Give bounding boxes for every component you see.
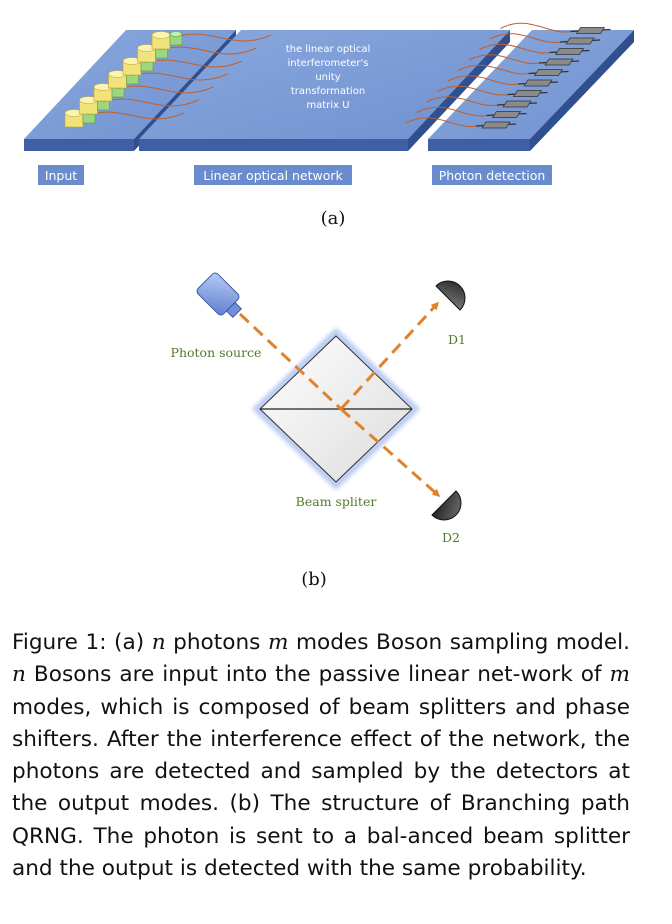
caption-math-m: m [267,630,289,655]
detector-d2 [431,490,462,521]
detector-d1 [435,280,466,311]
caption-text: photons [165,630,268,655]
d1-label: D1 [448,332,466,347]
input-source [151,31,272,50]
detector-unit [437,85,548,97]
detector-unit [447,75,559,87]
panel-b: Photon source D1 D2 Beam spliter (b) [171,272,466,590]
detector-unit [405,117,517,129]
caption-text: Figure 1: (a) [12,630,152,655]
caption-text: modes, which is composed of beam splitte… [12,694,630,882]
input-label: Input [45,168,77,183]
beam-splitter [259,335,413,483]
detector-unit [479,43,590,55]
detectors-array [405,22,611,129]
network-text-2: interferometer's [287,58,368,69]
figure-1: the linear optical interferometer's unit… [24,22,634,590]
photon-sources [64,31,272,128]
beam-splitter-label: Beam spliter [296,494,377,509]
detector-unit [500,22,611,34]
panel-b-sublabel: (b) [301,569,327,590]
detector-unit [489,33,601,45]
detection-label-box [432,165,552,185]
network-text-3: unity [315,72,340,83]
detector-unit [458,64,569,76]
detector-unit [416,106,527,118]
detection-label: Photon detection [439,168,546,183]
caption-math-n: n [151,630,166,655]
photon-source [196,272,243,319]
network-label: Linear optical network [203,168,343,183]
d2-label: D2 [442,530,460,545]
detector-unit [468,54,580,66]
panel-a-sublabel: (a) [321,208,346,229]
panel-a: the linear optical interferometer's unit… [24,22,634,229]
photon-source-label: Photon source [171,345,262,360]
incident-beam [238,312,343,411]
network-text-4: transformation [291,86,365,97]
transmitted-beam [340,407,441,497]
figure-caption: Figure 1: (a) n photons m modes Boson sa… [12,627,630,885]
caption-math-n: n [12,662,26,688]
caption-math-m: m [609,662,630,688]
caption-text: Bosons are input into the passive linear… [25,662,610,688]
network-label-box [194,165,352,185]
input-label-box [38,165,84,185]
network-text-5: matrix U [306,100,349,111]
detector-unit [426,96,538,108]
reflected-beam [339,301,440,411]
network-text-1: the linear optical [286,44,371,55]
caption-text: modes Boson sampling model. [288,630,631,655]
